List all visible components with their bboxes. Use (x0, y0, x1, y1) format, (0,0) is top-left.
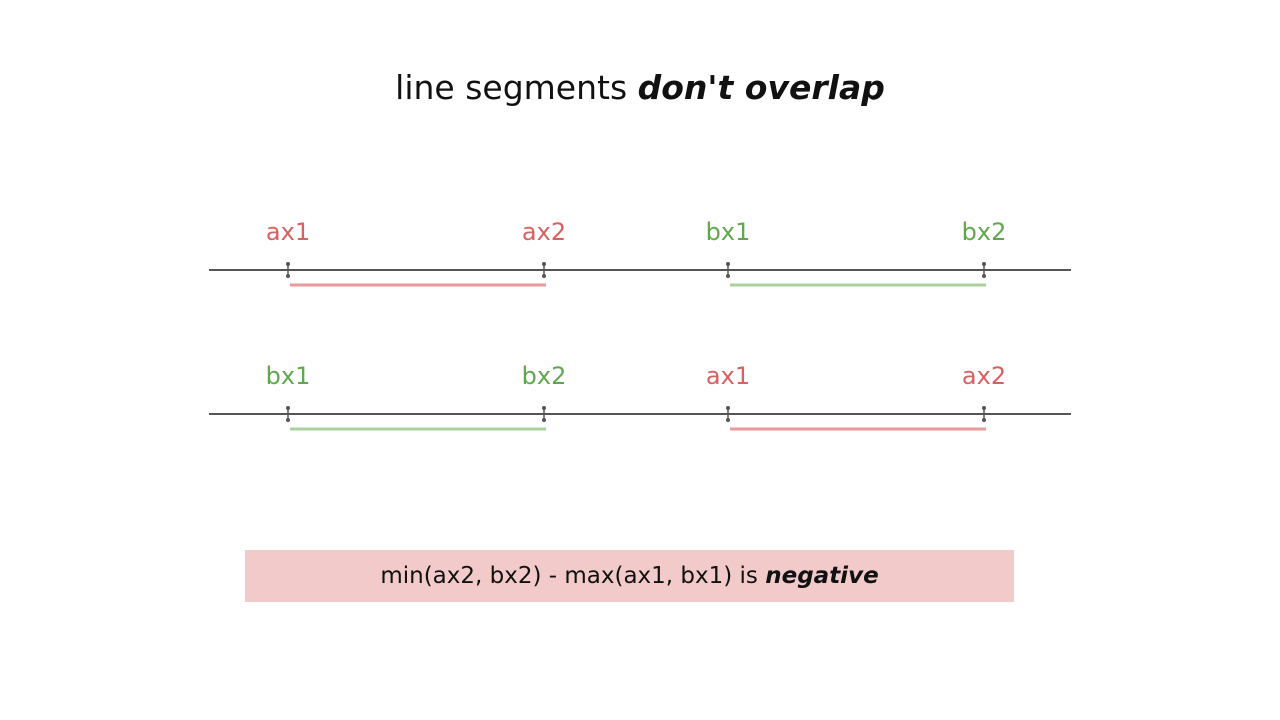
formula-emphasis: negative (765, 563, 879, 589)
point-label-ax1: ax1 (266, 218, 310, 246)
tick-dot (286, 262, 290, 266)
point-label-bx2: bx2 (522, 362, 567, 390)
tick-dot (982, 274, 986, 278)
point-label-ax2: ax2 (962, 362, 1006, 390)
tick-dot (982, 406, 986, 410)
point-label-bx2: bx2 (962, 218, 1007, 246)
point-label-ax1: ax1 (706, 362, 750, 390)
tick-dot (542, 274, 546, 278)
tick-dot (286, 418, 290, 422)
slide-title: line segments don't overlap (0, 68, 1280, 107)
formula-text: min(ax2, bx2) - max(ax1, bx1) is (380, 563, 766, 589)
tick-dot (286, 406, 290, 410)
formula-box: min(ax2, bx2) - max(ax1, bx1) is negativ… (245, 550, 1014, 602)
tick-dot (982, 418, 986, 422)
title-emphasis: don't overlap (637, 68, 885, 107)
tick-dot (542, 418, 546, 422)
tick-dot (286, 274, 290, 278)
title-text: line segments (395, 68, 638, 107)
tick-dot (726, 274, 730, 278)
tick-dot (542, 406, 546, 410)
tick-dot (726, 262, 730, 266)
point-label-bx1: bx1 (266, 362, 311, 390)
point-label-ax2: ax2 (522, 218, 566, 246)
tick-dot (542, 262, 546, 266)
tick-dot (982, 262, 986, 266)
tick-dot (726, 418, 730, 422)
point-label-bx1: bx1 (706, 218, 751, 246)
tick-dot (726, 406, 730, 410)
